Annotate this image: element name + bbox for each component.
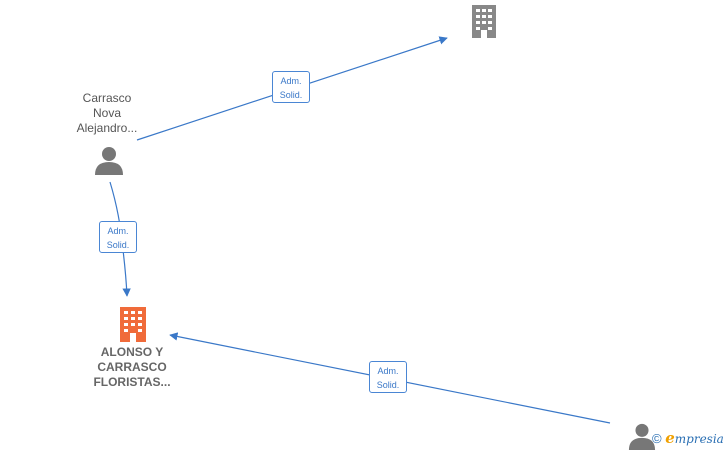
person-name-line: Carrasco [82,91,132,105]
person-name-line: Nova [92,106,121,120]
company-name-label[interactable]: ALONSO Y CARRASCO FLORISTAS... [80,345,184,390]
brand-initial: e [665,429,675,447]
person-name-label[interactable]: Carrasco Nova Alejandro... [62,91,152,136]
person-name-line: Alejandro... [76,121,138,135]
building-icon[interactable] [470,4,498,43]
edge-label-vertical[interactable]: Adm. Solid. [99,221,137,253]
company-name-line: CARRASCO [97,360,167,374]
edge-role-line: Solid. [106,240,130,250]
edge-label-top-right[interactable]: Adm. Solid. [272,71,310,103]
person-icon[interactable] [94,145,124,180]
brand-name: mpresia [674,432,724,446]
company-name-line: ALONSO Y [100,345,164,359]
edge-role-line: Adm. [107,226,129,236]
company-name-line: FLORISTAS... [93,375,171,389]
building-icon[interactable] [117,306,149,347]
copyright-symbol: © [652,431,662,446]
edge-label-bottom[interactable]: Adm. Solid. [369,361,407,393]
empresia-watermark: © empresia [652,428,724,448]
edge-role-line: Adm. [377,366,399,376]
edge-role-line: Solid. [376,380,400,390]
person-icon[interactable] [628,422,656,455]
edge-role-line: Solid. [279,90,303,100]
edge-role-line: Adm. [280,76,302,86]
